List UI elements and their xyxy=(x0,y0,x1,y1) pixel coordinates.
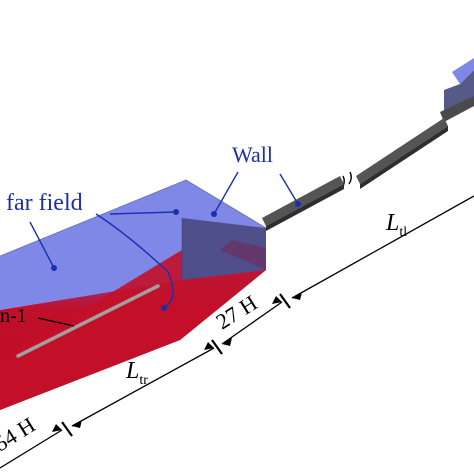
wall-leader-dot xyxy=(295,201,301,207)
l-tr-main: L xyxy=(125,358,139,384)
dim-54h-label: 54 H xyxy=(0,412,40,456)
upper-box-top xyxy=(452,58,474,84)
far-field-leader-lines xyxy=(29,211,177,309)
l-tr-sub: tr xyxy=(139,373,148,388)
l-tl-label: Ltl xyxy=(385,210,407,240)
far-field-leader-dot xyxy=(173,209,179,215)
l-tl-sub: tl xyxy=(399,225,407,240)
far-field-leader-dot xyxy=(161,305,167,311)
wall-label: Wall xyxy=(232,142,273,167)
far-field-label: far field xyxy=(6,190,83,216)
inlet-duct-shadow xyxy=(266,184,344,231)
dimension-lines xyxy=(0,195,474,469)
plate-leader-line xyxy=(37,317,75,327)
outlet-duct-segment xyxy=(356,118,448,184)
box-end-face-bottom xyxy=(220,240,266,270)
box-edges xyxy=(0,179,267,280)
wall-leader-dot xyxy=(211,211,217,217)
wall-leader-lines xyxy=(213,171,299,215)
dimension-ticks xyxy=(61,293,291,437)
l-tr-label: Ltr xyxy=(125,358,148,388)
inner-plate xyxy=(16,284,160,358)
plate-label: n-1 xyxy=(0,305,27,327)
inlet-duct xyxy=(262,176,344,226)
outlet-duct xyxy=(440,96,474,122)
far-field-leader-dot xyxy=(51,265,57,271)
dimension-arrows xyxy=(52,292,302,432)
outlet-duct-segment-shadow xyxy=(360,126,448,189)
box-top-face xyxy=(0,180,266,310)
l-tl-main: L xyxy=(385,210,399,236)
